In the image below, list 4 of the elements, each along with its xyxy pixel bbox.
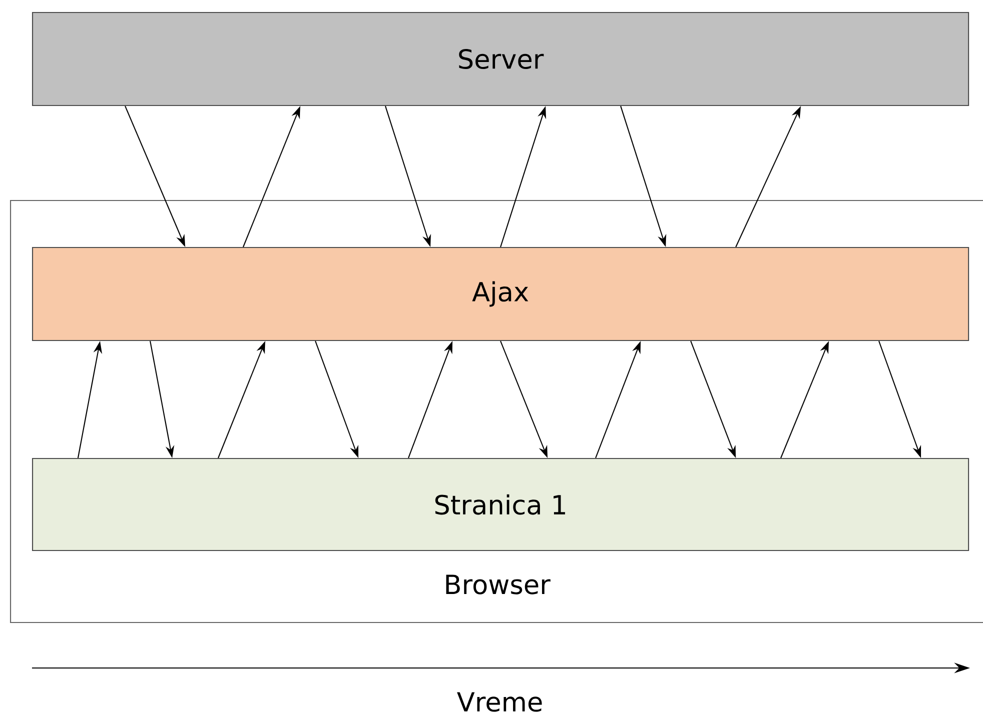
ajax-box: Ajax (32, 247, 970, 342)
axis-label: Vreme (457, 692, 542, 712)
server-box: Server (32, 12, 970, 106)
page-box: Stranica 1 (32, 458, 970, 552)
